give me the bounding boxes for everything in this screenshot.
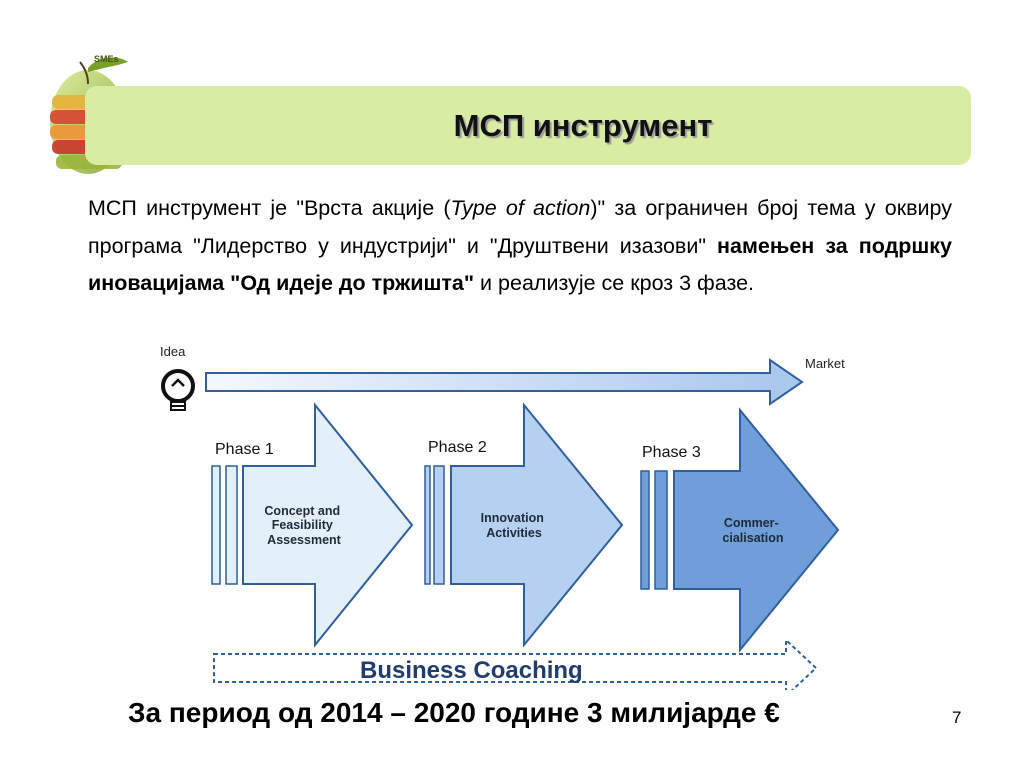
phase-2-label: Phase 2 [428, 439, 487, 456]
logo-text: SMEs [94, 54, 119, 64]
phase-1: Phase 1 Concept and Feasibility Assessme… [211, 402, 414, 648]
business-coaching-arrow: Business Coaching [213, 637, 818, 690]
idea-to-market-arrow [205, 358, 804, 406]
svg-text:Commer- cialisation: Commer- cialisation [722, 516, 783, 545]
intro-text-5: и реализује се кроз 3 фазе. [474, 271, 755, 295]
phase-1-label: Phase 1 [215, 441, 274, 458]
slide-title: МСП инструмент [453, 107, 713, 143]
phase-1-text-1: Concept and [264, 504, 340, 518]
phase-2-text-2: Activities [486, 526, 542, 540]
intro-text-3: )" за ограничен број тема у оквиру прогр… [88, 196, 952, 258]
title-bar [85, 86, 971, 165]
phase-3-text-1: Commer- [724, 516, 779, 530]
phase-3-label: Phase 3 [642, 444, 701, 461]
phase-3-text-2: cialisation [722, 531, 783, 545]
funding-note: За период од 2014 – 2020 године 3 милија… [128, 697, 780, 728]
market-label: Market [805, 356, 845, 371]
page-number: 7 [952, 708, 962, 727]
svg-text:Innovation Activities: Innovation Activities [481, 511, 548, 540]
phase-3: Phase 3 Commer- cialisation [640, 407, 840, 653]
intro-text-italic: Type of action [450, 196, 591, 220]
lightbulb-icon [161, 369, 195, 411]
phase-2: Phase 2 Innovation Activities [424, 402, 624, 648]
phase-diagram: Idea Market Phase 1 Concept and Feasibil… [160, 344, 845, 690]
business-coaching-label: Business Coaching [360, 657, 583, 684]
phase-2-text-1: Innovation [481, 511, 544, 525]
intro-text-bold: намењен за подршку иновацијама "Од идеје… [88, 233, 952, 296]
intro-text-1: МСП инструмент је "Врста акције ( [88, 196, 451, 220]
svg-text:Concept and Feasibility: Concept and Feasibility Assessment [264, 504, 343, 547]
phase-1-text-3: Assessment [267, 533, 341, 547]
intro-paragraph: МСП инструмент је "Врста акције (Type of… [88, 190, 952, 303]
phase-1-text-2: Feasibility [272, 518, 333, 532]
idea-label: Idea [160, 344, 186, 359]
